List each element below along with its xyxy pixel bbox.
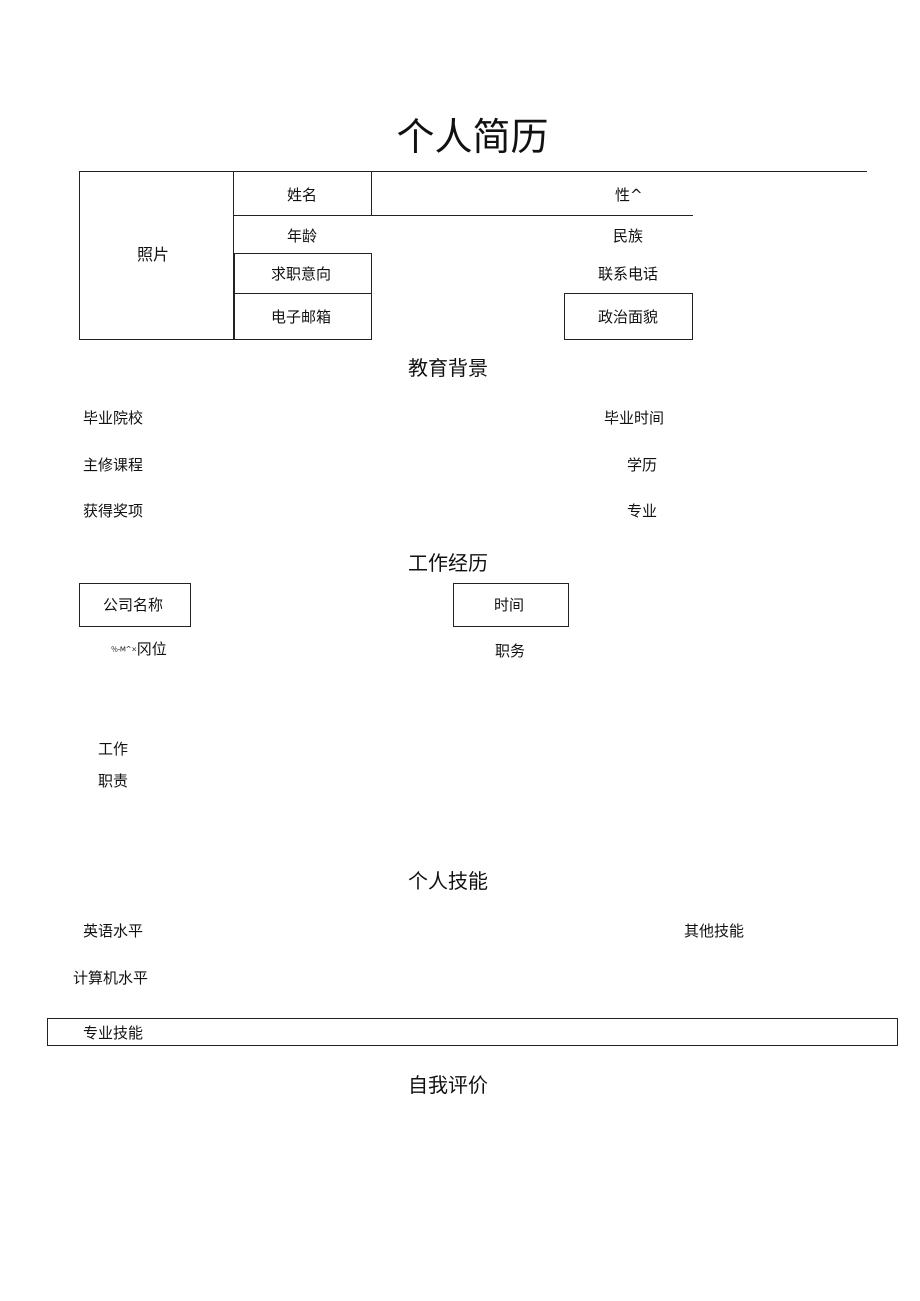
gender-label: 性^ xyxy=(615,186,643,204)
professional-skills-row xyxy=(47,1018,898,1046)
label-column-right-border xyxy=(371,171,372,216)
awards-label: 获得奖项 xyxy=(83,502,144,520)
other-skills-label: 其他技能 xyxy=(684,922,745,940)
professional-skills-label: 专业技能 xyxy=(83,1024,144,1042)
political-cell xyxy=(564,293,693,340)
duty-label-line2: 职责 xyxy=(98,772,129,790)
position-text: 冈位 xyxy=(136,640,167,658)
company-label: 公司名称 xyxy=(103,596,164,614)
title-label: 职务 xyxy=(495,642,526,660)
email-label: 电子邮箱 xyxy=(271,308,332,326)
position-label: ％-M^×冈位 xyxy=(111,639,167,660)
position-prefix: ％-M^× xyxy=(111,645,137,654)
age-label: 年龄 xyxy=(287,227,318,245)
degree-label: 学历 xyxy=(627,456,658,474)
political-label: 政治面貌 xyxy=(598,308,659,326)
top-rule xyxy=(79,171,867,172)
computer-label: 计算机水平 xyxy=(73,969,149,987)
time-cell xyxy=(453,583,569,627)
school-label: 毕业院校 xyxy=(83,409,144,427)
phone-label: 联系电话 xyxy=(598,265,659,283)
photo-box xyxy=(79,171,234,340)
time-label: 时间 xyxy=(494,596,525,614)
page-title: 个人简历 xyxy=(396,115,549,159)
self-eval-heading: 自我评价 xyxy=(408,1073,488,1097)
work-heading: 工作经历 xyxy=(408,551,488,575)
duty-label-line1: 工作 xyxy=(98,740,129,758)
name-row-divider xyxy=(234,215,693,216)
english-label: 英语水平 xyxy=(83,922,144,940)
education-heading: 教育背景 xyxy=(408,356,488,380)
email-cell xyxy=(234,293,372,340)
company-cell xyxy=(79,583,191,627)
grad-time-label: 毕业时间 xyxy=(604,409,665,427)
courses-label: 主修课程 xyxy=(83,456,144,474)
job-intent-label: 求职意向 xyxy=(271,265,332,283)
name-label: 姓名 xyxy=(287,186,318,204)
skills-heading: 个人技能 xyxy=(408,869,488,893)
major-label: 专业 xyxy=(627,502,658,520)
ethnicity-label: 民族 xyxy=(613,227,644,245)
photo-label: 照片 xyxy=(137,245,170,264)
